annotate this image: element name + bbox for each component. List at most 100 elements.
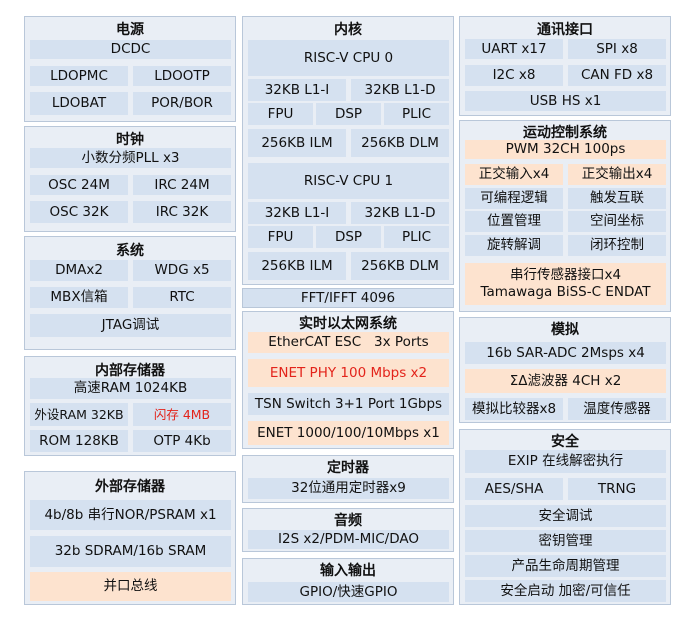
cpu0-header: RISC-V CPU 0: [248, 40, 449, 76]
power-title: 电源: [116, 22, 144, 38]
system-panel: 系统 DMAx2 WDG x5 MBX信箱 RTC JTAG调试: [24, 236, 236, 350]
closed-loop-cell: 闭环控制: [568, 235, 666, 256]
aes-sha-cell: AES/SHA: [465, 478, 563, 500]
sram-cell: 高速RAM 1024KB: [30, 378, 231, 399]
ldobat-cell: LDOBAT: [30, 92, 128, 115]
temp-sensor-cell: 温度传感器: [568, 398, 666, 420]
core-panel: 内核 RISC-V CPU 0 32KB L1-I 32KB L1-D FPU …: [242, 16, 454, 285]
osc32k-cell: OSC 32K: [30, 201, 128, 223]
fft-cell: FFT/IFFT 4096: [242, 288, 454, 308]
resolver-cell: 旋转解调: [465, 235, 563, 256]
trng-cell: TRNG: [568, 478, 666, 500]
cpu1-dlm-cell: 256KB DLM: [351, 252, 449, 280]
serial-sensor-line2: Tamawaga BiSS-C ENDAT: [480, 284, 651, 300]
trigger-mux-cell: 触发互联: [568, 188, 666, 209]
cpu0-dlm-cell: 256KB DLM: [351, 129, 449, 157]
cpu1-plic-cell: PLIC: [384, 226, 449, 248]
position-cell: 位置管理: [465, 211, 563, 232]
uart-cell: UART x17: [465, 39, 563, 59]
dma-cell: DMAx2: [30, 260, 128, 281]
nor-psram-cell: 4b/8b 串行NOR/PSRAM x1: [30, 500, 231, 530]
ethercat-cell: EtherCAT ESC 3x Ports: [248, 332, 449, 353]
rtc-cell: RTC: [133, 287, 231, 308]
osc24m-cell: OSC 24M: [30, 175, 128, 195]
adc-cell: 16b SAR-ADC 2Msps x4: [465, 342, 666, 364]
i2c-cell: I2C x8: [465, 65, 563, 86]
usb-cell: USB HS x1: [465, 91, 666, 111]
cpu1-ilm-cell: 256KB ILM: [248, 252, 346, 280]
parallel-bus-cell: 并口总线: [30, 572, 231, 601]
pwm-cell: PWM 32CH 100ps: [465, 140, 666, 159]
canfd-cell: CAN FD x8: [568, 65, 666, 86]
flash-cell: 闪存 4MB: [133, 403, 231, 426]
cpu0-l1d-cell: 32KB L1-D: [351, 79, 449, 101]
external-memory-title: 外部存储器: [95, 479, 165, 495]
cpu0-ilm-cell: 256KB ILM: [248, 129, 346, 157]
tsn-switch-cell: TSN Switch 3+1 Port 1Gbps: [248, 393, 449, 415]
por-bor-cell: POR/BOR: [133, 92, 231, 115]
pll-cell: 小数分频PLL x3: [30, 148, 231, 168]
comm-title: 通讯接口: [537, 22, 593, 38]
ethernet-title: 实时以太网系统: [299, 316, 397, 332]
qei-in-cell: 正交输入x4: [465, 164, 563, 185]
clock-title: 时钟: [116, 132, 144, 148]
peripheral-ram-cell: 外设RAM 32KB: [30, 403, 128, 426]
comm-panel: 通讯接口 UART x17 SPI x8 I2C x8 CAN FD x8 US…: [459, 16, 671, 116]
rom-cell: ROM 128KB: [30, 430, 128, 452]
ethernet-panel: 实时以太网系统 EtherCAT ESC 3x Ports ENET PHY 1…: [242, 311, 454, 449]
core-title: 内核: [334, 22, 362, 38]
internal-memory-title: 内部存储器: [95, 363, 165, 379]
enet-gbps-cell: ENET 1000/100/10Mbps x1: [248, 421, 449, 445]
timer-cell: 32位通用定时器x9: [248, 478, 449, 499]
motion-panel: 运动控制系统 PWM 32CH 100ps 正交输入x4 正交输出x4 可编程逻…: [459, 120, 671, 312]
power-panel: 电源 DCDC LDOPMC LDOOTP LDOBAT POR/BOR: [24, 16, 236, 122]
internal-memory-panel: 内部存储器 高速RAM 1024KB 外设RAM 32KB 闪存 4MB ROM…: [24, 356, 236, 456]
timer-panel: 定时器 32位通用定时器x9: [242, 455, 454, 503]
io-title: 输入输出: [320, 563, 376, 579]
audio-title: 音频: [334, 513, 362, 529]
spi-cell: SPI x8: [568, 39, 666, 59]
sdram-cell: 32b SDRAM/16b SRAM: [30, 536, 231, 567]
key-management-cell: 密钥管理: [465, 530, 666, 552]
enet-phy-cell: ENET PHY 100 Mbps x2: [248, 359, 449, 387]
serial-sensor-cell: 串行传感器接口x4 Tamawaga BiSS-C ENDAT: [465, 263, 666, 305]
ldopmc-cell: LDOPMC: [30, 66, 128, 86]
ldootp-cell: LDOOTP: [133, 66, 231, 86]
audio-panel: 音频 I2S x2/PDM-MIC/DAO: [242, 508, 454, 552]
sigma-delta-cell: ΣΔ滤波器 4CH x2: [465, 369, 666, 393]
irc24m-cell: IRC 24M: [133, 175, 231, 195]
irc32k-cell: IRC 32K: [133, 201, 231, 223]
security-title: 安全: [551, 434, 579, 450]
comparator-cell: 模拟比较器x8: [465, 398, 563, 420]
cpu0-fpu-cell: FPU: [248, 103, 313, 125]
security-panel: 安全 EXIP 在线解密执行 AES/SHA TRNG 安全调试 密钥管理 产品…: [459, 429, 671, 605]
jtag-cell: JTAG调试: [30, 314, 231, 337]
gpio-cell: GPIO/快速GPIO: [248, 582, 449, 602]
plb-cell: 可编程逻辑: [465, 188, 563, 209]
dcdc-cell: DCDC: [30, 40, 231, 59]
cpu1-fpu-cell: FPU: [248, 226, 313, 248]
audio-cell: I2S x2/PDM-MIC/DAO: [248, 530, 449, 549]
qei-out-cell: 正交输出x4: [568, 164, 666, 185]
io-panel: 输入输出 GPIO/快速GPIO: [242, 558, 454, 605]
external-memory-panel: 外部存储器 4b/8b 串行NOR/PSRAM x1 32b SDRAM/16b…: [24, 471, 236, 605]
clock-panel: 时钟 小数分频PLL x3 OSC 24M IRC 24M OSC 32K IR…: [24, 126, 236, 232]
serial-sensor-line1: 串行传感器接口x4: [509, 267, 622, 284]
analog-panel: 模拟 16b SAR-ADC 2Msps x4 ΣΔ滤波器 4CH x2 模拟比…: [459, 317, 671, 423]
cpu1-dsp-cell: DSP: [316, 226, 381, 248]
wdg-cell: WDG x5: [133, 260, 231, 281]
cpu1-l1d-cell: 32KB L1-D: [351, 202, 449, 224]
cpu1-l1i-cell: 32KB L1-I: [248, 202, 346, 224]
exip-cell: EXIP 在线解密执行: [465, 450, 666, 473]
motion-title: 运动控制系统: [523, 125, 607, 141]
secure-debug-cell: 安全调试: [465, 505, 666, 527]
lifecycle-cell: 产品生命周期管理: [465, 555, 666, 577]
coordinate-cell: 空间坐标: [568, 211, 666, 232]
mbx-cell: MBX信箱: [30, 287, 128, 308]
cpu0-dsp-cell: DSP: [316, 103, 381, 125]
timer-title: 定时器: [327, 460, 369, 476]
secure-boot-cell: 安全启动 加密/可信任: [465, 580, 666, 602]
system-title: 系统: [116, 243, 144, 259]
cpu0-l1i-cell: 32KB L1-I: [248, 79, 346, 101]
analog-title: 模拟: [551, 322, 579, 338]
